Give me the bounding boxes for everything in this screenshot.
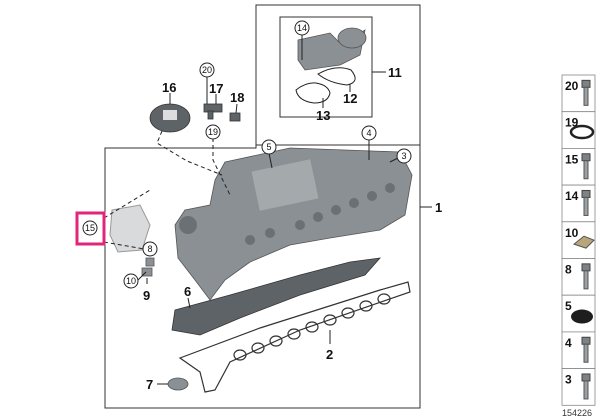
callout-10[interactable]: 10 bbox=[123, 273, 139, 289]
connector-18[interactable] bbox=[229, 112, 241, 122]
diagram-id: 154226 bbox=[562, 408, 592, 418]
cylinder-head-cover[interactable] bbox=[174, 147, 413, 301]
callout-18[interactable]: 18 bbox=[230, 90, 244, 105]
oil-filler-cap[interactable] bbox=[149, 103, 191, 133]
sensor-17[interactable] bbox=[203, 103, 223, 120]
gasket-6[interactable] bbox=[171, 257, 382, 336]
callout-17[interactable]: 17 bbox=[209, 81, 223, 96]
svg-text:10: 10 bbox=[126, 276, 136, 286]
svg-text:5: 5 bbox=[266, 142, 271, 152]
callout-6[interactable]: 6 bbox=[184, 284, 191, 299]
side-part-number: 5 bbox=[565, 299, 572, 313]
cover-subassembly-box bbox=[279, 16, 373, 118]
gasket-13[interactable] bbox=[295, 82, 331, 104]
side-part-number: 10 bbox=[565, 226, 579, 240]
svg-text:20: 20 bbox=[202, 65, 212, 75]
side-part-number: 15 bbox=[565, 152, 579, 166]
clip-nut-icon bbox=[572, 235, 595, 249]
side-part-number: 4 bbox=[565, 336, 572, 350]
gasket-2[interactable] bbox=[178, 281, 411, 393]
callout-20[interactable]: 20 bbox=[199, 62, 215, 78]
side-part-14[interactable]: 14 bbox=[561, 184, 596, 223]
o-ring-icon bbox=[569, 124, 595, 140]
side-part-number: 14 bbox=[565, 189, 579, 203]
main-assembly-box bbox=[104, 145, 421, 409]
side-part-3[interactable]: 3 bbox=[561, 368, 596, 406]
svg-text:15: 15 bbox=[85, 223, 95, 233]
svg-text:3: 3 bbox=[401, 151, 406, 161]
side-part-number: 8 bbox=[565, 263, 572, 277]
socket-cap-screw-icon bbox=[581, 263, 591, 290]
spacer-bolt-icon bbox=[581, 373, 591, 400]
side-part-8[interactable]: 8 bbox=[561, 258, 596, 296]
stud-icon bbox=[581, 336, 591, 363]
leader-lines bbox=[103, 34, 432, 385]
rubber-grommet-icon bbox=[571, 309, 593, 324]
callout-2[interactable]: 2 bbox=[326, 347, 333, 362]
callout-7[interactable]: 7 bbox=[146, 377, 153, 392]
oil-separator-housing[interactable] bbox=[297, 27, 367, 71]
cover-assembly-box bbox=[255, 4, 421, 146]
callout-11[interactable]: 11 bbox=[388, 65, 402, 80]
side-part-20[interactable]: 20 bbox=[561, 74, 596, 113]
side-part-4[interactable]: 4 bbox=[561, 331, 596, 369]
highlight-box bbox=[75, 211, 106, 246]
round-head-screw-icon bbox=[581, 153, 591, 180]
callout-8[interactable]: 8 bbox=[142, 241, 158, 257]
side-part-number: 20 bbox=[565, 79, 579, 93]
screw-icon bbox=[581, 79, 591, 106]
sensor-10[interactable] bbox=[141, 267, 153, 277]
throttle-adapter-15[interactable] bbox=[109, 204, 151, 253]
callout-19[interactable]: 19 bbox=[205, 124, 221, 140]
side-part-10[interactable]: 10 bbox=[561, 221, 596, 259]
side-part-number: 3 bbox=[565, 373, 572, 387]
side-part-15[interactable]: 15 bbox=[561, 147, 596, 186]
svg-text:14: 14 bbox=[297, 23, 307, 33]
callout-12[interactable]: 12 bbox=[343, 91, 357, 106]
callout-5[interactable]: 5 bbox=[261, 139, 277, 155]
svg-text:4: 4 bbox=[366, 128, 371, 138]
seal-7[interactable] bbox=[167, 377, 189, 391]
svg-text:19: 19 bbox=[208, 127, 218, 137]
callout-3[interactable]: 3 bbox=[396, 148, 412, 164]
svg-text:8: 8 bbox=[147, 244, 152, 254]
callout-9[interactable]: 9 bbox=[143, 288, 150, 303]
side-part-5[interactable]: 5 bbox=[561, 294, 596, 333]
callout-14[interactable]: 14 bbox=[294, 20, 310, 36]
side-part-19[interactable]: 19 bbox=[561, 111, 596, 149]
side-parts-list: 20 19 15 14 10 8 5 4 3 bbox=[561, 74, 596, 406]
hex-bolt-icon bbox=[581, 189, 591, 216]
callout-15[interactable]: 15 bbox=[82, 220, 98, 236]
gasket-12[interactable] bbox=[317, 67, 356, 86]
callout-1[interactable]: 1 bbox=[435, 200, 442, 215]
callout-4[interactable]: 4 bbox=[361, 125, 377, 141]
callout-13[interactable]: 13 bbox=[316, 108, 330, 123]
callout-16[interactable]: 16 bbox=[162, 80, 176, 95]
bolt-8[interactable] bbox=[145, 257, 155, 267]
